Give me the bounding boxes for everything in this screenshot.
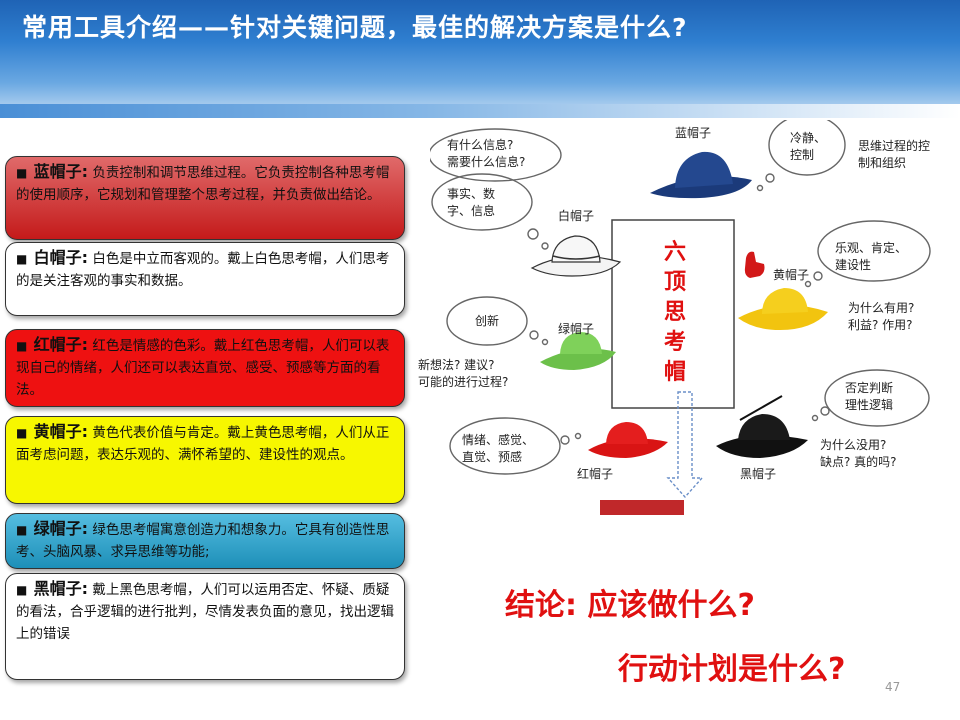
red-hat-icon bbox=[588, 422, 668, 458]
bubble-facts bbox=[431, 173, 533, 231]
note-why-useless: 为什么没用?缺点? 真的吗? bbox=[820, 438, 897, 469]
note-negative: 否定判断理性逻辑 bbox=[845, 381, 894, 412]
six-hats-center-label: 六顶思考帽 bbox=[663, 240, 686, 385]
bubble-calm bbox=[768, 120, 846, 176]
page-title: 常用工具介绍——针对关键问题，最佳的解决方案是什么? bbox=[22, 13, 688, 42]
bubble-info bbox=[430, 128, 562, 182]
red-funnel-arrow-icon bbox=[600, 500, 684, 515]
label-red-hat: 红帽子 bbox=[577, 467, 614, 481]
note-creative: 创新 bbox=[475, 314, 500, 328]
hat-name: 红帽子: bbox=[33, 335, 89, 354]
blue-hat-box: ■ 蓝帽子: 负责控制和调节思维过程。它负责控制各种思考帽的使用顺序，它规划和管… bbox=[5, 156, 405, 240]
label-blue-hat: 蓝帽子 bbox=[675, 126, 712, 140]
note-calm: 冷静、控制 bbox=[790, 131, 827, 162]
hat-name: 绿帽子: bbox=[33, 519, 89, 538]
white-hat-box: ■ 白帽子: 白色是中立而客观的。戴上白色思考帽，人们思考的是关注客观的事实和数… bbox=[5, 242, 405, 316]
hat-name: 蓝帽子: bbox=[33, 162, 89, 181]
hat-desc: 黄色代表价值与肯定。戴上黄色思考帽，人们从正面考虑问题，表达乐观的、满怀希望的、… bbox=[16, 425, 390, 463]
hat-desc: 负责控制和调节思维过程。它负责控制各种思考帽的使用顺序，它规划和管理整个思考过程… bbox=[16, 165, 390, 203]
label-yellow-hat: 黄帽子 bbox=[773, 268, 810, 282]
center-frame bbox=[611, 219, 735, 409]
bullet-square: ■ bbox=[16, 426, 28, 440]
conclusion-line-1: 结论: 应该做什么? bbox=[505, 588, 755, 623]
header-band bbox=[0, 104, 960, 118]
hat-desc: 戴上黑色思考帽，人们可以运用否定、怀疑、质疑的看法，合乎逻辑的进行批判，尽情发表… bbox=[16, 582, 394, 642]
note-blue-desc: 思维过程的控制和组织 bbox=[858, 139, 931, 170]
hat-desc: 红色是情感的色彩。戴上红色思考帽，人们可以表现自己的情绪，人们还可以表达直觉、感… bbox=[16, 338, 390, 398]
note-optimism: 乐观、肯定、建设性 bbox=[835, 241, 908, 272]
dotted-down-arrow-icon bbox=[666, 391, 704, 499]
white-hat-icon bbox=[530, 235, 622, 277]
note-facts: 事实、数字、信息 bbox=[447, 187, 496, 218]
green-hat-icon bbox=[540, 332, 616, 370]
black-hat-icon bbox=[716, 395, 808, 458]
label-green-hat: 绿帽子 bbox=[558, 322, 595, 336]
header-banner bbox=[0, 0, 960, 118]
yellow-hat-box: ■ 黄帽子: 黄色代表价值与肯定。戴上黄色思考帽，人们从正面考虑问题，表达乐观的… bbox=[5, 416, 405, 504]
hat-name: 黄帽子: bbox=[33, 422, 89, 441]
note-info: 有什么信息?需要什么信息? bbox=[447, 138, 526, 169]
bullet-square: ■ bbox=[16, 523, 28, 537]
bubble-creative bbox=[446, 296, 528, 346]
bullet-square: ■ bbox=[16, 252, 28, 266]
note-why-useful: 为什么有用?利益? 作用? bbox=[848, 301, 915, 332]
thumbs-up-icon bbox=[744, 251, 765, 278]
page-number: 47 bbox=[885, 680, 901, 694]
hat-name: 白帽子: bbox=[33, 248, 89, 267]
blue-hat-icon bbox=[650, 151, 752, 199]
bubble-emotion bbox=[449, 417, 561, 475]
bullet-square: ■ bbox=[16, 339, 28, 353]
yellow-hat-icon bbox=[738, 288, 828, 330]
hat-name: 黑帽子: bbox=[33, 579, 89, 598]
red-hat-box: ■ 红帽子: 红色是情感的色彩。戴上红色思考帽，人们可以表现自己的情绪，人们还可… bbox=[5, 329, 405, 407]
bubble-optimism bbox=[817, 220, 931, 282]
label-white-hat: 白帽子 bbox=[558, 209, 595, 223]
note-new-ideas: 新想法? 建议?可能的进行过程? bbox=[418, 358, 509, 389]
bullet-square: ■ bbox=[16, 166, 28, 180]
label-black-hat: 黑帽子 bbox=[740, 467, 777, 481]
conclusion-line-2: 行动计划是什么? bbox=[618, 652, 846, 687]
green-hat-box: ■ 绿帽子: 绿色思考帽寓意创造力和想象力。它具有创造性思考、头脑风暴、求异思维… bbox=[5, 513, 405, 569]
note-emotion: 情绪、感觉、直觉、预感 bbox=[462, 433, 535, 464]
bullet-square: ■ bbox=[16, 583, 28, 597]
bubble-negative bbox=[824, 369, 930, 427]
six-hats-diagram bbox=[430, 120, 931, 515]
hat-desc: 白色是中立而客观的。戴上白色思考帽，人们思考的是关注客观的事实和数据。 bbox=[16, 251, 390, 289]
hat-desc: 绿色思考帽寓意创造力和想象力。它具有创造性思考、头脑风暴、求异思维等功能; bbox=[16, 522, 390, 560]
black-hat-box: ■ 黑帽子: 戴上黑色思考帽，人们可以运用否定、怀疑、质疑的看法，合乎逻辑的进行… bbox=[5, 573, 405, 680]
